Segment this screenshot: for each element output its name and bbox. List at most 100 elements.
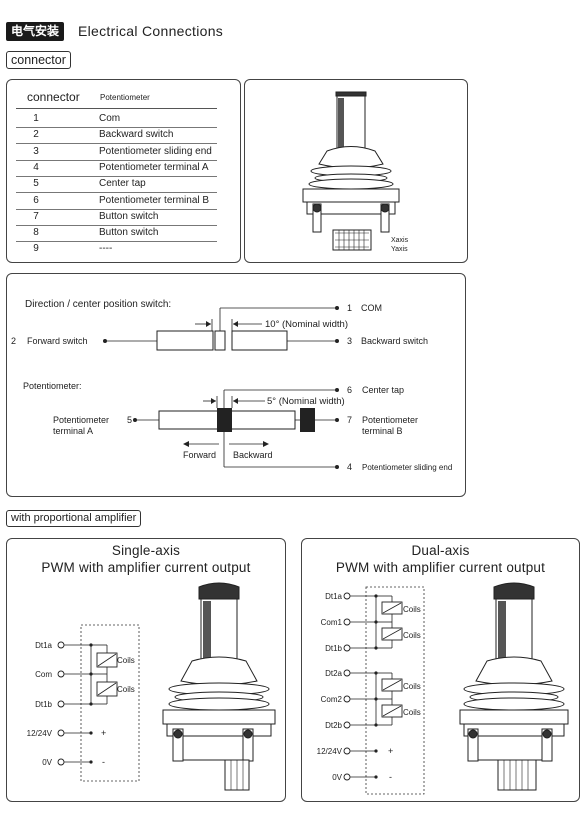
- single-terminal-label: Dt1b: [35, 700, 52, 709]
- dual-plus-sign: +: [388, 746, 393, 756]
- pin4-number: 4: [347, 462, 352, 472]
- dual-axis-subtitle: PWM with amplifier current output: [335, 560, 546, 575]
- dual-terminal-screw: [343, 644, 351, 652]
- dual-junction-dot: [374, 671, 378, 675]
- angle-5-label: 5° (Nominal width): [267, 396, 345, 407]
- dual-terminal-label: Dt2b: [325, 721, 342, 730]
- backward-switch-segment: [231, 330, 288, 351]
- dual-terminal-screw: [343, 695, 351, 703]
- table-row-rule: [16, 175, 217, 177]
- dual-terminal-screw: [343, 773, 351, 781]
- connector-pin-number: 6: [33, 194, 39, 206]
- pin7-number: 7: [347, 415, 352, 425]
- dual-junction-dot: [374, 775, 378, 779]
- single-axis-box: Single-axis PWM with amplifier current o…: [6, 538, 286, 802]
- dual-junction-dot: [374, 646, 378, 650]
- pin3-label: Backward switch: [361, 336, 428, 346]
- table-row-rule: [16, 127, 217, 128]
- dual-terminal-label: Dt1a: [325, 592, 342, 601]
- table-header-connector: connector: [27, 90, 80, 104]
- pin7-label-line1: Potentiometer: [362, 415, 418, 425]
- dual-coils-label-4: Coils: [403, 708, 421, 717]
- dual-terminal-label: Com1: [321, 618, 343, 627]
- pin2-label: Forward switch: [27, 336, 88, 346]
- pin4-label: Potentiometer sliding end: [362, 463, 452, 472]
- dual-amplifier-boundary: [365, 586, 425, 795]
- dual-terminal-screw: [343, 721, 351, 729]
- single-terminal-label: Dt1a: [35, 641, 52, 650]
- pin2-number: 2: [11, 336, 16, 346]
- potentiometer-wiper: [217, 408, 232, 432]
- connector-pin-number: 8: [33, 227, 39, 239]
- header-badge: 电气安装: [6, 22, 65, 41]
- dual-coils-label-3: Coils: [403, 682, 421, 691]
- dual-junction-dot: [374, 620, 378, 624]
- dual-terminal-screw: [343, 592, 351, 600]
- switch-diagram-box: Direction / center position switch: 1 CO…: [6, 273, 466, 497]
- pin3-number: 3: [347, 336, 352, 346]
- page-title: Electrical Connections: [78, 23, 224, 39]
- dual-axis-box: Dual-axis PWM with amplifier current out…: [301, 538, 580, 802]
- connector-pin-function: Button switch: [99, 227, 159, 239]
- connector-pin-function: Potentiometer terminal B: [99, 194, 210, 206]
- angle-10-label: 10° (Nominal width): [265, 319, 348, 330]
- joystick-side-illustration: Xaxis Yaxis: [302, 91, 409, 253]
- dual-junction-dot: [374, 749, 378, 753]
- dual-minus-sign: -: [389, 772, 392, 782]
- table-row-rule: [16, 224, 217, 226]
- dual-junction-dot: [374, 723, 378, 727]
- dual-terminal-screw: [343, 669, 351, 677]
- connector-pin-number: 9: [33, 243, 39, 255]
- single-minus-sign: -: [102, 757, 105, 767]
- potentiometer-terminal-b-block: [300, 408, 315, 432]
- connector-pin-number: 3: [33, 145, 39, 157]
- single-terminal-label: Com: [35, 670, 52, 679]
- x-axis-label: Xaxis: [391, 237, 409, 244]
- center-switch-segment: [214, 330, 226, 351]
- connector-pin-function: Com: [99, 113, 121, 124]
- single-coils-label-2: Coils: [117, 685, 135, 694]
- connector-pin-number: 2: [33, 129, 39, 141]
- connector-section-tag: connector: [6, 51, 71, 69]
- dual-axis-wiring-diagram: Coils Coils Coils Coils + - Dt1aCom1Dt1b…: [317, 582, 569, 795]
- pin5-number: 5: [127, 415, 132, 425]
- single-plus-sign: +: [101, 728, 106, 738]
- dual-terminal-label: Dt1b: [325, 644, 342, 653]
- forward-direction-label: Forward: [183, 450, 216, 460]
- amplifier-section-tag: with proportional amplifier: [6, 510, 142, 527]
- connector-pin-number: 7: [33, 210, 39, 222]
- pin5-label-line2: terminal A: [53, 426, 93, 436]
- single-axis-title: Single-axis: [111, 543, 181, 558]
- pin6-label: Center tap: [362, 385, 404, 395]
- dual-terminal-label: Com2: [321, 695, 343, 704]
- potentiometer-title: Potentiometer:: [23, 381, 82, 391]
- connector-pin-number: 5: [33, 178, 39, 190]
- single-amplifier-boundary: [80, 624, 140, 782]
- dual-terminal-screw: [343, 747, 351, 755]
- connector-pin-function: ----: [99, 243, 113, 255]
- table-row-rule: [16, 208, 217, 210]
- table-row-rule: [16, 192, 217, 194]
- dual-terminal-label: 12/24V: [317, 747, 343, 756]
- pin1-number: 1: [347, 303, 352, 313]
- direction-switch-title: Direction / center position switch:: [25, 299, 171, 310]
- y-axis-label: Yaxis: [391, 246, 408, 253]
- single-terminal-label: 0V: [42, 758, 52, 767]
- single-axis-joystick-icon: [162, 582, 276, 791]
- table-header-potentiometer: Potentiometer: [100, 93, 150, 102]
- connector-pin-function: Center tap: [99, 178, 146, 190]
- single-axis-subtitle: PWM with amplifier current output: [41, 560, 251, 575]
- dual-axis-joystick-icon: [459, 582, 569, 791]
- pin6-number: 6: [347, 385, 352, 395]
- switch-potentiometer-diagram: Direction / center position switch: 1 CO…: [11, 299, 452, 472]
- connector-pin-number: 1: [33, 113, 39, 124]
- connector-pin-function: Potentiometer terminal A: [99, 161, 209, 173]
- table-header-rule: [16, 108, 217, 109]
- forward-switch-segment: [156, 330, 214, 351]
- connector-pin-function: Button switch: [99, 210, 159, 222]
- connector-pin-number: 4: [33, 161, 39, 173]
- table-row-rule: [16, 159, 217, 161]
